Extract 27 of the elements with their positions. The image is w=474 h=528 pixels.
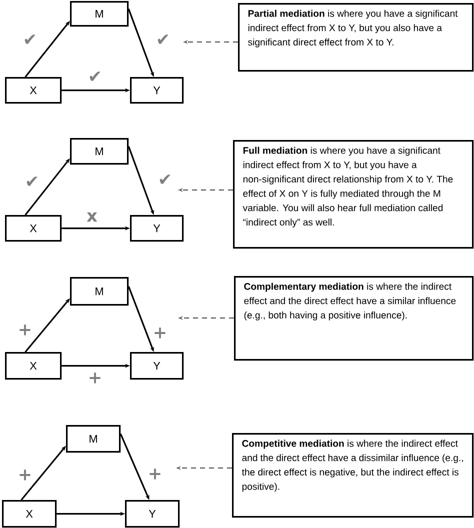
variable-box: Y bbox=[125, 500, 180, 528]
variable-box: M bbox=[70, 138, 129, 165]
variable-box: Y bbox=[130, 352, 184, 380]
variable-box: M bbox=[70, 277, 129, 306]
edge-label: x bbox=[86, 212, 98, 222]
edge-label: ✔ bbox=[24, 34, 36, 44]
description-box: Competitive mediation is where the indirect effect and the direct effect have a dissimilar influence (e.g., the direct effect is negative, but the indirect effect is positive). bbox=[232, 433, 474, 518]
variable-box: X bbox=[5, 352, 62, 380]
variable-box: X bbox=[5, 215, 62, 242]
edge-label: ✔ bbox=[160, 174, 170, 184]
description-box: Complementary mediation is where the indirect effect and the direct effect have a similar influence (e.g., both having a positive influence). bbox=[234, 276, 474, 361]
variable-box: Y bbox=[130, 215, 184, 242]
edge-label: ✔ bbox=[26, 176, 38, 186]
edge-label: + bbox=[154, 328, 166, 338]
edge-label: ✔ bbox=[90, 72, 100, 81]
edge-label: + bbox=[20, 470, 30, 480]
variable-box: Y bbox=[130, 77, 184, 104]
description-box: Full mediation is where you have a significant indirect effect from X to Y, but you have a non-significant direct relationship from X to Y. The effect of X on Y is fully mediated through the M variable. You will also hear full mediation called “indirect only” as well. bbox=[233, 140, 474, 249]
variable-box: M bbox=[66, 425, 121, 453]
edge-label: + bbox=[150, 468, 160, 480]
edge-label: + bbox=[90, 372, 100, 384]
variable-box: X bbox=[2, 500, 57, 528]
edge-label: ✔ bbox=[158, 34, 168, 44]
edge-label: + bbox=[20, 324, 30, 336]
variable-box: M bbox=[70, 1, 129, 27]
variable-box: X bbox=[5, 77, 62, 104]
description-box: Partial mediation is where you have a significant indirect effect from X to Y, but you also have a significant direct effect from X to Y. bbox=[238, 3, 474, 72]
